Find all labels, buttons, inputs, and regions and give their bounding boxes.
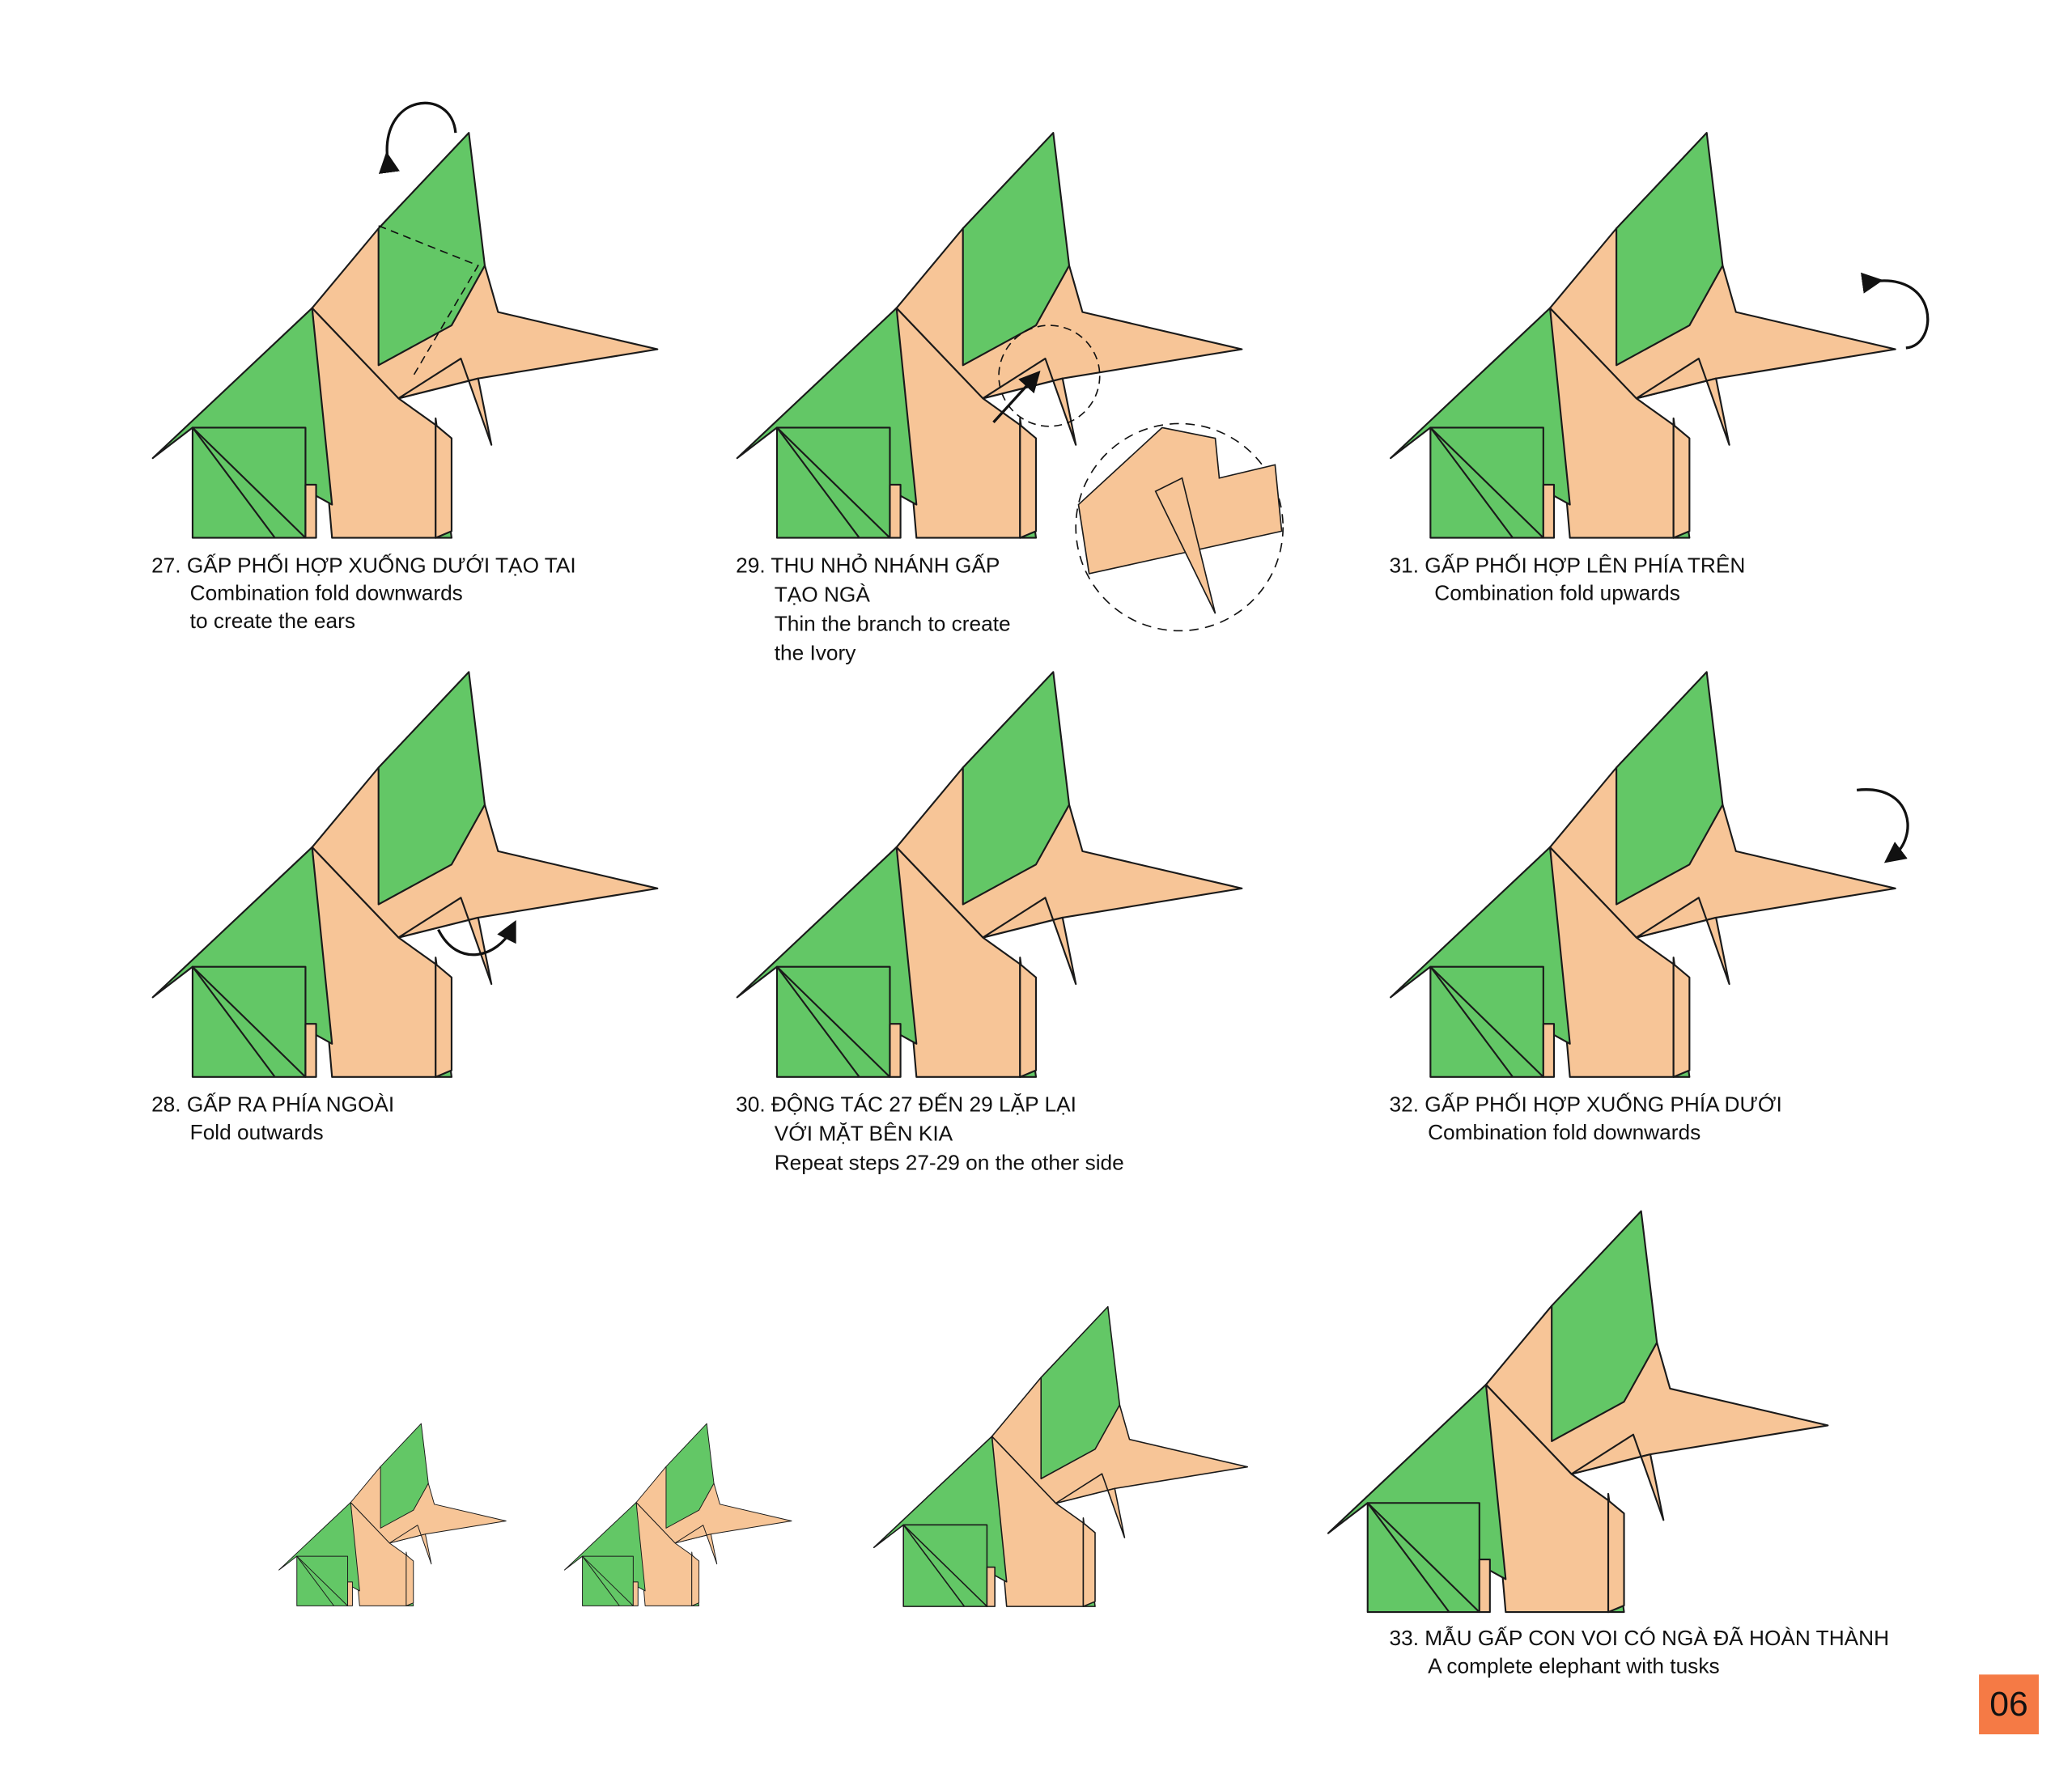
step-32-diagram bbox=[1390, 671, 1909, 1078]
step-31-caption: 31. GẤP PHỐI HỢP LÊN PHÍA TRÊN Combinati… bbox=[1389, 553, 1745, 609]
step-27-title: 27. GẤP PHỐI HỢP XUỐNG DƯỚI TẠO TAI bbox=[151, 554, 576, 578]
step-29-diagram bbox=[736, 132, 1284, 632]
step-31-diagram bbox=[1390, 132, 1930, 539]
step-33-title: 33. MẪU GẤP CON VOI CÓ NGÀ ĐÃ HOÀN THÀNH bbox=[1389, 1627, 1890, 1651]
step-33-medium-elephant bbox=[873, 1305, 1249, 1607]
step-30-title: 30. ĐỘNG TÁC 27 ĐẾN 29 LẶP LẠI bbox=[736, 1094, 1076, 1118]
step-33-large-elephant bbox=[1327, 1210, 1829, 1614]
step-32-en-1: Combination fold downwards bbox=[1428, 1122, 1701, 1145]
step-31-title: 31. GẤP PHỐI HỢP LÊN PHÍA TRÊN bbox=[1389, 554, 1746, 578]
step-32-title: 32. GẤP PHỐI HỢP XUỐNG PHÍA DƯỚI bbox=[1389, 1094, 1782, 1118]
step-32-caption: 32. GẤP PHỐI HỢP XUỐNG PHÍA DƯỚI Combina… bbox=[1389, 1092, 1781, 1148]
step-33-small-elephant-1 bbox=[278, 1423, 507, 1606]
step-29-en-1: Thin the branch to create bbox=[774, 613, 1011, 637]
step-33-en-1: A complete elephant with tusks bbox=[1428, 1656, 1720, 1679]
page-number: 06 bbox=[1979, 1674, 2039, 1735]
step-27-caption: 27. GẤP PHỐI HỢP XUỐNG DƯỚI TẠO TAI Comb… bbox=[151, 553, 576, 636]
step-29-en-2: the Ivory bbox=[774, 643, 856, 666]
step-29-caption: 29. THU NHỎ NHÁNH GẤP TẠO NGÀ Thin the b… bbox=[736, 553, 1011, 669]
step-28-title: 28. GẤP RA PHÍA NGOÀI bbox=[151, 1094, 395, 1118]
step-28-en-1: Fold outwards bbox=[189, 1122, 324, 1145]
step-27-en-1: Combination fold downwards bbox=[189, 583, 463, 606]
step-27-diagram bbox=[151, 101, 659, 539]
step-29-title-2: TẠO NGÀ bbox=[774, 584, 870, 607]
step-27-en-2: to create the ears bbox=[189, 610, 355, 634]
step-29-title: 29. THU NHỎ NHÁNH GẤP bbox=[736, 554, 1000, 578]
step-30-en-1: Repeat steps 27-29 on the other side bbox=[774, 1152, 1124, 1176]
step-31-en-1: Combination fold upwards bbox=[1434, 583, 1680, 606]
step-30-diagram bbox=[736, 671, 1243, 1078]
step-30-title-2: VỚI MẶT BÊN KIA bbox=[774, 1123, 953, 1147]
step-28-caption: 28. GẤP RA PHÍA NGOÀI Fold outwards bbox=[151, 1092, 394, 1148]
step-33-small-elephant-2 bbox=[563, 1423, 792, 1606]
step-30-caption: 30. ĐỘNG TÁC 27 ĐẾN 29 LẶP LẠI VỚI MẶT B… bbox=[736, 1092, 1124, 1179]
step-33-caption: 33. MẪU GẤP CON VOI CÓ NGÀ ĐÃ HOÀN THÀNH… bbox=[1389, 1626, 1889, 1682]
step-28-diagram bbox=[151, 671, 659, 1078]
